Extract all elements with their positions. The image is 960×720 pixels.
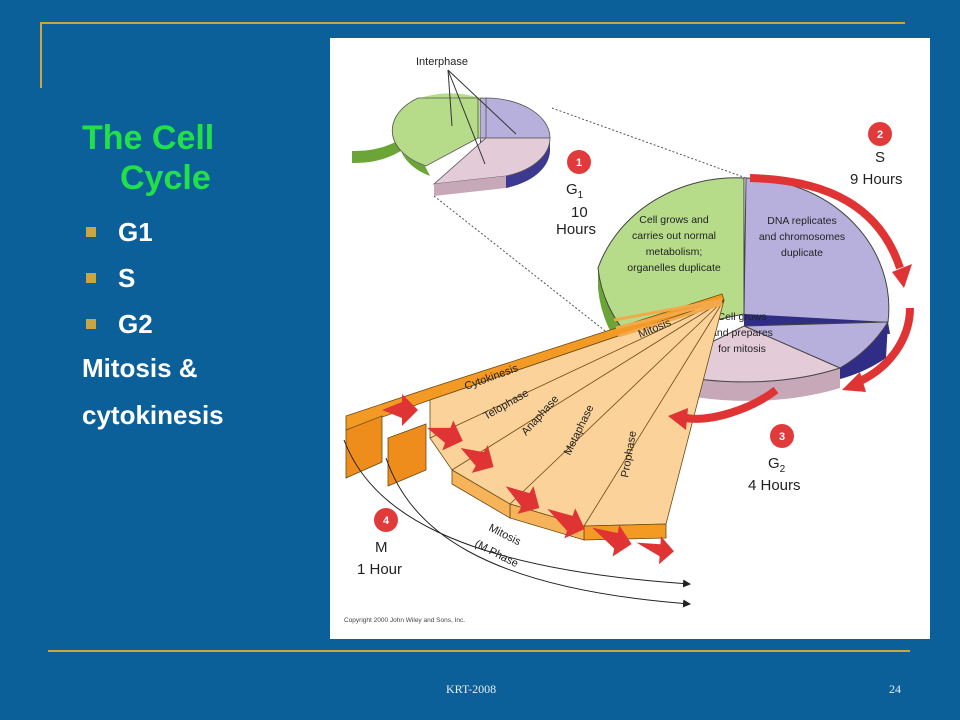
badge-3: 3 [770, 424, 794, 448]
footer-center-text: KRT-2008 [446, 682, 497, 696]
left-rule [40, 22, 42, 88]
s-label: S [875, 149, 885, 166]
s-text-line: duplicate [781, 247, 823, 259]
bullet-item: G1 [84, 216, 153, 262]
g2-text-line: and prepares [711, 327, 773, 339]
m-label: M [375, 539, 388, 556]
g1-subscript: 1 [578, 190, 584, 201]
g1-text-line: carries out normal [632, 230, 716, 242]
bullet-item: S [84, 262, 153, 308]
title-line-1: The Cell [82, 119, 215, 157]
page-number: 24 [889, 682, 901, 696]
g2-duration: 4 Hours [748, 477, 801, 494]
m-duration: 1 Hour [357, 561, 402, 578]
badge-1: 1 [567, 150, 591, 174]
copyright-note: Copyright 2000 John Wiley and Sons, Inc. [344, 617, 465, 624]
cell-cycle-diagram: Interphase 1 2 3 4 G1 [343, 56, 914, 624]
g1-duration-number: 10 [571, 204, 588, 221]
g2-text-line: for mitosis [718, 343, 766, 355]
badge-4-number: 4 [383, 515, 390, 527]
g2-label: G2 [768, 455, 786, 475]
g2-text-line: Cell grows [717, 311, 766, 323]
interphase-pointer-lines [447, 69, 517, 165]
s-duration: 9 Hours [850, 171, 903, 188]
g1-text-line: metabolism; [646, 246, 703, 258]
g2-subscript: 2 [780, 464, 786, 475]
bullet-square-icon [86, 273, 96, 283]
mitosis-duration-arcs [343, 439, 691, 608]
bottom-rule [48, 650, 910, 652]
g1-label: G1 [566, 181, 584, 201]
body-line-cytokinesis: cytokinesis [82, 400, 224, 430]
body-line-mitosis: Mitosis & [82, 353, 198, 383]
g1-description: Cell grows and carries out normal metabo… [627, 214, 721, 274]
badge-2: 2 [868, 122, 892, 146]
bullet-square-icon [86, 319, 96, 329]
s-text-line: DNA replicates [767, 215, 836, 227]
g1-text-line: organelles duplicate [627, 262, 721, 274]
cell-cycle-figure: Interphase 1 2 3 4 G1 [330, 38, 930, 639]
s-description: DNA replicates and chromosomes duplicate [759, 215, 845, 259]
mitosis-fan [345, 293, 725, 541]
s-text-line: and chromosomes [759, 231, 845, 243]
bullet-square-icon [86, 227, 96, 237]
top-rule [40, 22, 905, 24]
slide-title: The Cell Cycle [82, 118, 312, 198]
g1-duration-unit: Hours [556, 221, 596, 238]
title-line-2: Cycle [120, 159, 211, 197]
g1-name: G [566, 181, 578, 198]
bullet-text: S [118, 263, 136, 293]
badge-4: 4 [374, 508, 398, 532]
badge-1-number: 1 [576, 157, 582, 169]
interphase-label: Interphase [416, 56, 468, 68]
badge-3-number: 3 [779, 431, 785, 443]
bullet-text: G2 [118, 309, 153, 339]
mitosis-fan-rays [613, 298, 723, 338]
interphase-pie [352, 93, 551, 196]
mitosis-chevron-arrows [382, 394, 674, 565]
g2-description: Cell grows and prepares for mitosis [711, 311, 773, 355]
cycle-arrows [382, 174, 914, 565]
bullet-item: G2 [84, 308, 153, 354]
phase-bullet-list: G1 S G2 [84, 216, 153, 354]
badge-2-number: 2 [877, 129, 883, 141]
g2-name: G [768, 455, 780, 472]
bullet-text: G1 [118, 217, 153, 247]
g1-text-line: Cell grows and [639, 214, 709, 226]
